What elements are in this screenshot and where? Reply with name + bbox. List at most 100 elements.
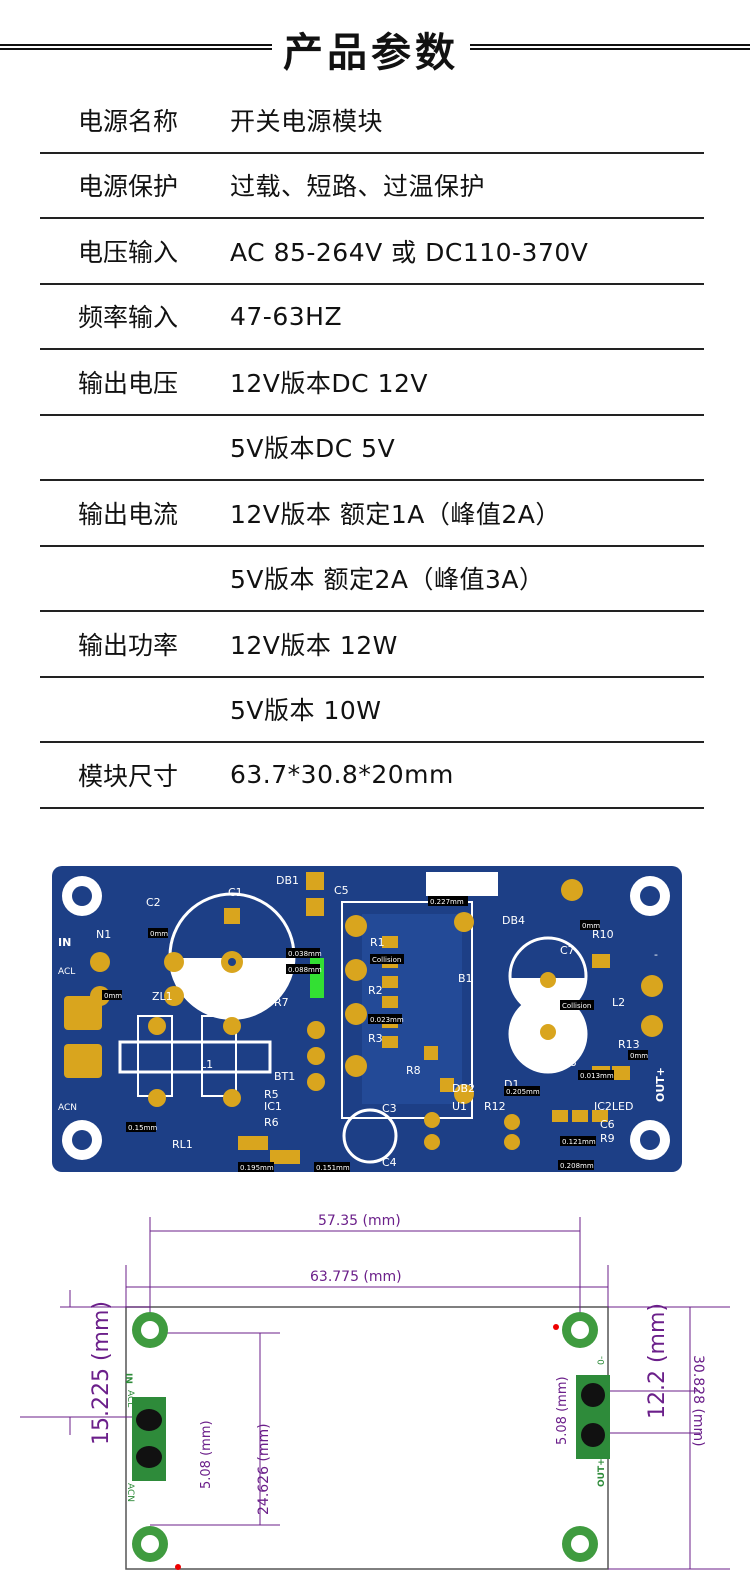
svg-text:Collision: Collision [372, 956, 401, 964]
svg-text:0.121mm: 0.121mm [562, 1138, 596, 1146]
svg-text:IN: IN [123, 1373, 133, 1384]
section-title: 产品参数 [283, 30, 459, 76]
spec-label: 输出电压 [78, 368, 179, 398]
svg-text:IC2LED: IC2LED [594, 1100, 633, 1113]
svg-text:R3: R3 [368, 1032, 383, 1045]
dimension-lines [20, 1217, 730, 1570]
spec-value: 5V版本 额定2A（峰值3A） [230, 565, 545, 595]
svg-text:R1: R1 [370, 936, 385, 949]
dimension-drawing: 57.35 (mm) 63.775 (mm) 15.225 (mm) 24.62… [0, 1195, 750, 1584]
svg-text:0.195mm: 0.195mm [240, 1164, 274, 1172]
svg-text:C5: C5 [334, 884, 349, 897]
svg-text:C2: C2 [146, 896, 161, 909]
svg-text:C1: C1 [228, 886, 243, 899]
dimension-texts: 57.35 (mm) 63.775 (mm) 15.225 (mm) 24.62… [89, 1213, 706, 1515]
pcb-svg: C1 DB1 C5 DB4 C7 R10 - IN ACL ACN N1 ZL1… [52, 866, 682, 1172]
spec-row: 输出电流 12V版本 额定1A（峰值2A） [40, 481, 704, 547]
svg-text:12.2 (mm): 12.2 (mm) [645, 1303, 670, 1419]
drc-measure-tags: 0.227mm 0mm 0.038mm 0.088mm Collision 0.… [102, 896, 648, 1172]
header-rule-left [0, 44, 272, 50]
svg-text:ZL1: ZL1 [152, 990, 173, 1003]
svg-text:DB2: DB2 [452, 1082, 475, 1095]
svg-text:ACN: ACN [125, 1483, 135, 1502]
spec-row: 5V版本 额定2A（峰值3A） [40, 547, 704, 612]
svg-text:R8: R8 [406, 1064, 421, 1077]
svg-text:15.225 (mm): 15.225 (mm) [89, 1301, 114, 1445]
svg-text:R7: R7 [274, 996, 289, 1009]
svg-text:ACL: ACL [125, 1390, 135, 1407]
spec-value: 开关电源模块 [230, 106, 384, 136]
drawing-silk-labels: IN ACL ACN OUT+ 0- [123, 1356, 607, 1502]
spec-label: 模块尺寸 [78, 761, 179, 791]
drawing-mounting-holes [132, 1312, 598, 1562]
svg-text:63.775 (mm): 63.775 (mm) [310, 1269, 402, 1285]
red-dot [553, 1324, 559, 1330]
dimension-svg: 57.35 (mm) 63.775 (mm) 15.225 (mm) 24.62… [20, 1213, 730, 1570]
svg-text:0.227mm: 0.227mm [430, 898, 464, 906]
spec-label: 输出功率 [78, 630, 179, 660]
svg-text:0.15mm: 0.15mm [128, 1124, 157, 1132]
svg-text:0.038mm: 0.038mm [288, 950, 322, 958]
spec-row: 模块尺寸 63.7*30.8*20mm [40, 743, 704, 809]
svg-text:0.151mm: 0.151mm [316, 1164, 350, 1172]
svg-text:OUT+: OUT+ [654, 1067, 667, 1102]
svg-text:24.626 (mm): 24.626 (mm) [256, 1423, 272, 1515]
svg-text:R10: R10 [592, 928, 614, 941]
svg-text:30.828 (mm): 30.828 (mm) [690, 1355, 706, 1447]
capacitor-c1-fill [170, 958, 294, 1020]
svg-text:0mm: 0mm [150, 930, 168, 938]
spec-value: AC 85-264V 或 DC110-370V [230, 237, 589, 267]
spec-row: 电压输入 AC 85-264V 或 DC110-370V [40, 219, 704, 285]
spec-value: 63.7*30.8*20mm [230, 760, 454, 790]
svg-text:L1: L1 [200, 1058, 213, 1071]
svg-text:R5: R5 [264, 1088, 279, 1101]
spec-value: 5V版本 10W [230, 696, 382, 726]
spec-label: 频率输入 [78, 303, 179, 333]
spec-label: 电压输入 [78, 237, 179, 267]
transformer-b1 [341, 901, 473, 1119]
svg-text:RL1: RL1 [172, 1138, 193, 1151]
svg-text:OUT+: OUT+ [597, 1458, 607, 1487]
spec-label: 输出电流 [78, 499, 179, 529]
svg-text:0.088mm: 0.088mm [288, 966, 322, 974]
svg-text:0.023mm: 0.023mm [370, 1016, 404, 1024]
spec-label: 电源保护 [78, 172, 179, 202]
spec-table: 电源名称 开关电源模块 电源保护 过载、短路、过温保护 电压输入 AC 85-264V… [40, 88, 704, 809]
silk-block [426, 872, 498, 896]
svg-text:U1: U1 [452, 1100, 467, 1113]
svg-text:R9: R9 [600, 1132, 615, 1145]
svg-text:C3: C3 [382, 1102, 397, 1115]
svg-text:Collision: Collision [562, 1002, 591, 1010]
svg-text:0mm: 0mm [582, 922, 600, 930]
silkscreen-labels: C1 DB1 C5 DB4 C7 R10 - IN ACL ACN N1 ZL1… [58, 874, 667, 1169]
svg-text:0-: 0- [597, 1356, 607, 1365]
spec-value: 过载、短路、过温保护 [230, 172, 486, 202]
mounting-hole-icon [62, 876, 670, 1160]
svg-text:IC1: IC1 [264, 1100, 282, 1113]
svg-text:ACL: ACL [58, 967, 75, 977]
svg-text:0.208mm: 0.208mm [560, 1162, 594, 1170]
spec-value: 12V版本 额定1A（峰值2A） [230, 499, 561, 529]
svg-text:DB4: DB4 [502, 914, 525, 927]
spec-row: 5V版本 10W [40, 678, 704, 743]
svg-text:C6: C6 [600, 1118, 615, 1131]
svg-text:57.35 (mm): 57.35 (mm) [318, 1213, 401, 1229]
svg-text:N1: N1 [96, 928, 111, 941]
svg-text:C4: C4 [382, 1156, 397, 1169]
svg-text:C8: C8 [562, 1056, 577, 1069]
svg-text:IN: IN [58, 936, 71, 949]
svg-text:5.08 (mm): 5.08 (mm) [199, 1420, 214, 1489]
spec-label: 电源名称 [78, 106, 179, 136]
spec-row: 5V版本DC 5V [40, 416, 704, 481]
svg-text:-: - [654, 948, 658, 961]
svg-text:0mm: 0mm [104, 992, 122, 1000]
svg-text:0.205mm: 0.205mm [506, 1088, 540, 1096]
spec-row: 电源名称 开关电源模块 [40, 88, 704, 154]
svg-text:R13: R13 [618, 1038, 640, 1051]
inductor-l1 [118, 1040, 272, 1074]
svg-text:B1: B1 [458, 972, 473, 985]
svg-text:ACN: ACN [58, 1103, 77, 1113]
